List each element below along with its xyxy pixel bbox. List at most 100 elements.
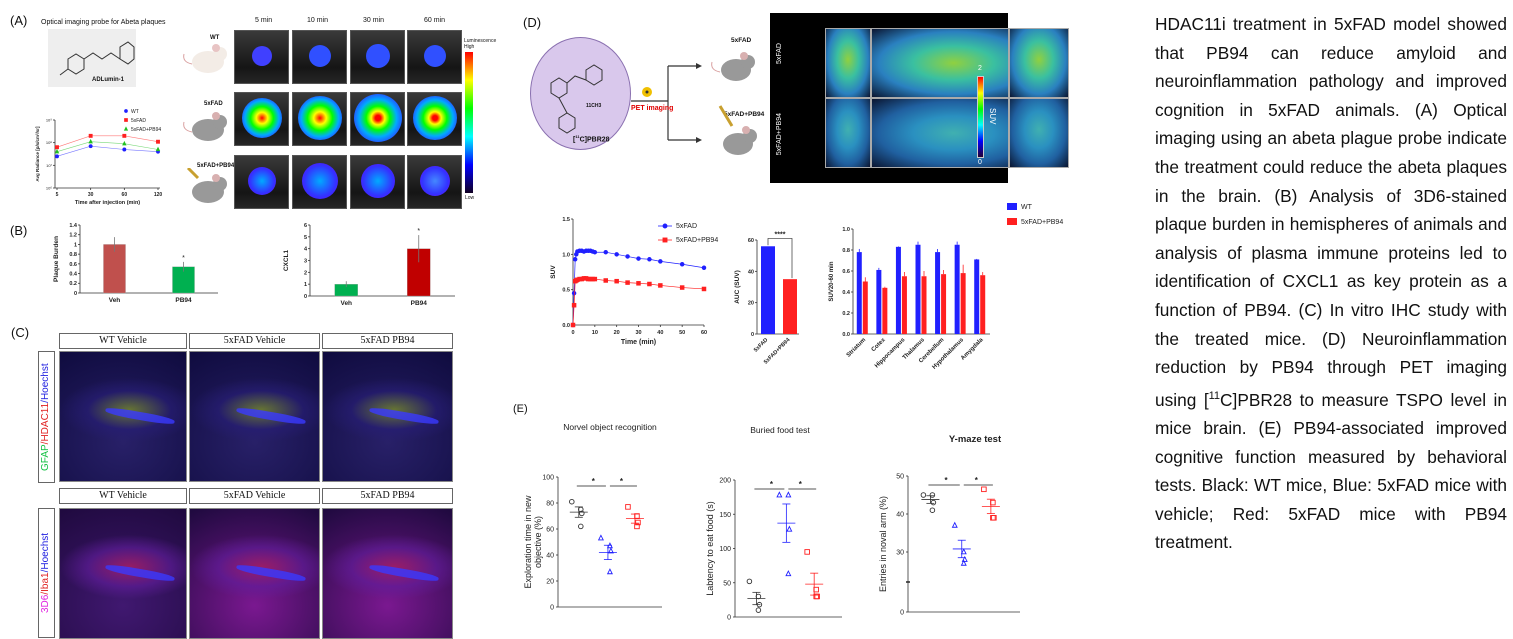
y-tick-label: 0 xyxy=(550,605,554,612)
tracer-pre: [ xyxy=(573,136,576,144)
chart-title: Buried food test xyxy=(750,425,810,435)
y-tick-label: 0.6 xyxy=(842,269,850,275)
y-axis-label: objective (%) xyxy=(533,516,543,568)
panel-c-label: (C) xyxy=(11,325,30,340)
data-point xyxy=(755,607,762,613)
data-point xyxy=(625,504,631,510)
ihc-image xyxy=(59,508,187,639)
data-point xyxy=(920,492,927,498)
probe-title: Optical imaging probe for Abeta plaques xyxy=(41,19,166,26)
bar xyxy=(915,244,921,334)
x-axis-label: Time after injection (min) xyxy=(75,200,140,206)
chemical-structure-icon xyxy=(550,64,603,134)
luminescence-colorbar xyxy=(465,52,473,193)
time-label: 10 min xyxy=(307,17,329,24)
data-point xyxy=(634,523,640,530)
pet-scan-view xyxy=(825,98,871,168)
y-axis-label: Labtency to eat food (s) xyxy=(705,501,715,596)
data-point xyxy=(701,286,707,292)
luminescence-image xyxy=(292,155,347,209)
colorbar-low: Low xyxy=(465,195,475,201)
x-tick-label: 30 xyxy=(635,330,641,336)
column-label: 5xFAD PB94 xyxy=(322,488,453,504)
bar xyxy=(882,287,888,334)
x-tick-label: 10 xyxy=(592,330,598,336)
chart-title: Y-maze test xyxy=(949,434,1002,445)
column-label: WT Vehicle xyxy=(59,488,187,504)
y-axis-label: Plaque Burden xyxy=(53,236,60,282)
significance-mark: * xyxy=(620,477,624,486)
y-tick-label: 40 xyxy=(896,512,904,519)
y-tick-label: 80 xyxy=(546,501,554,508)
mouse-icon xyxy=(711,52,755,81)
data-point xyxy=(571,302,577,308)
luminescence-image xyxy=(350,155,405,209)
y-tick-label: 0.8 xyxy=(842,248,850,254)
y-tick-label: 0.4 xyxy=(842,290,851,296)
series-line xyxy=(56,145,159,157)
panel-e-label: (E) xyxy=(513,403,528,415)
y-tick-label: 0 xyxy=(74,291,77,297)
data-point xyxy=(592,249,598,255)
y-tick-label: 50 xyxy=(896,474,904,481)
bar xyxy=(960,273,966,334)
significance-bracket xyxy=(767,238,793,279)
data-point xyxy=(636,281,641,286)
data-point xyxy=(813,593,819,600)
signal-blob xyxy=(354,94,402,142)
legend-label: WT xyxy=(1021,204,1033,211)
x-tick-label: Striatum xyxy=(846,337,867,358)
y-tick-label: 0.8 xyxy=(69,252,77,258)
data-point xyxy=(636,256,641,261)
x-tick-label: 5xFAD xyxy=(753,337,769,353)
x-axis-label: Time (min) xyxy=(621,339,656,346)
significance-mark: * xyxy=(770,480,774,489)
y-tick-label: 40 xyxy=(748,269,754,275)
bar xyxy=(974,259,980,334)
y-tick-label: 10⁶ xyxy=(46,186,52,191)
panel-a-label: (A) xyxy=(10,13,28,28)
pet-scan-view xyxy=(825,28,871,98)
caption-text: HDAC11i treatment in 5xFAD model showed … xyxy=(1155,14,1507,410)
data-point xyxy=(571,290,577,296)
bar xyxy=(103,244,126,294)
time-label: 30 min xyxy=(363,17,385,24)
legend-label: 5xFAD xyxy=(131,118,146,124)
y-axis-label: Avg Radiance [p/s/cm²/sr] xyxy=(35,126,40,182)
data-point xyxy=(88,144,93,149)
data-point xyxy=(122,140,127,146)
y-tick-label: 1.4 xyxy=(69,223,78,229)
data-point xyxy=(155,146,161,152)
significance-mark: * xyxy=(945,476,949,485)
x-tick-label: Veh xyxy=(109,297,121,304)
tracer-circle: 11CH3 [11C]PBR28 xyxy=(530,37,631,150)
pet-imaging-label: PET imaging xyxy=(631,105,674,112)
x-tick-label: Veh xyxy=(340,300,352,307)
luminescence-image xyxy=(292,30,347,84)
y-axis-label: SUV20-60 min xyxy=(829,261,835,301)
column-label: 5xFAD Vehicle xyxy=(189,488,320,504)
data-point xyxy=(569,498,575,505)
y-tick-label: 0.0 xyxy=(842,332,850,338)
y-tick-label: 1.0 xyxy=(562,252,570,258)
bar xyxy=(935,252,941,334)
data-point xyxy=(88,138,93,144)
data-point xyxy=(614,252,619,257)
y-tick-label: 1 xyxy=(304,282,307,288)
y-tick-label: 5 xyxy=(304,235,307,241)
data-point xyxy=(625,280,630,285)
data-point xyxy=(88,133,93,138)
luminescence-image xyxy=(407,155,462,209)
mouse-icon xyxy=(183,112,227,141)
luminescence-image xyxy=(407,92,462,146)
data-point xyxy=(701,265,707,271)
bar xyxy=(901,276,907,334)
data-point xyxy=(785,570,792,577)
time-label: 5 min xyxy=(255,17,273,24)
y-tick-label: 60 xyxy=(748,238,754,244)
legend-label: WT xyxy=(131,109,139,115)
signal-blob xyxy=(413,96,457,140)
luminescence-image xyxy=(292,92,347,146)
significance-mark: * xyxy=(975,476,979,485)
legend-label: 5xFAD+PB94 xyxy=(1021,219,1063,226)
